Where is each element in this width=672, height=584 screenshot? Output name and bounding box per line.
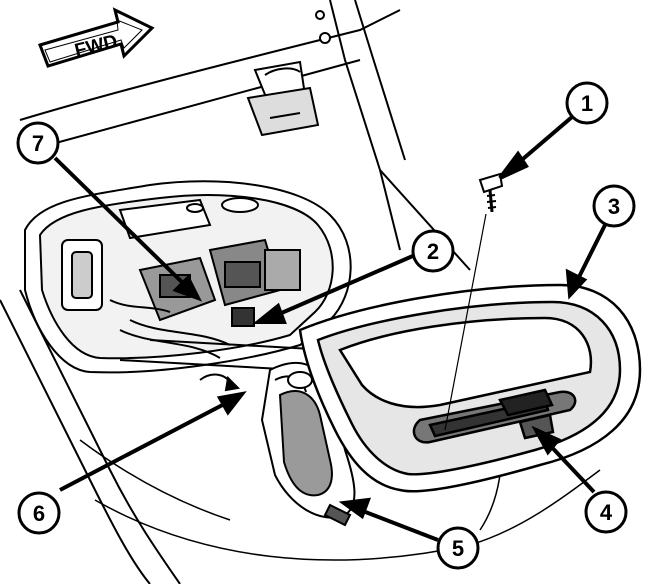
trim-panel — [298, 283, 642, 493]
rotate-arrow — [199, 373, 241, 392]
callout-5: 5 — [436, 526, 480, 570]
leader-lines — [53, 115, 607, 542]
callout-7-label: 7 — [32, 131, 44, 156]
callout-7: 7 — [16, 121, 60, 165]
fwd-arrow: FWD — [38, 7, 155, 68]
callout-3-label: 3 — [608, 194, 620, 219]
callout-6-label: 6 — [33, 501, 45, 526]
screw — [478, 172, 504, 213]
callout-2: 2 — [411, 229, 455, 273]
callout-4-label: 4 — [600, 500, 613, 525]
screw-alignment-line — [444, 213, 487, 431]
callout-2-label: 2 — [427, 239, 439, 264]
callout-1-label: 1 — [581, 91, 593, 116]
callout-4: 4 — [584, 490, 628, 534]
callout-1: 1 — [565, 81, 609, 125]
callout-5-label: 5 — [452, 536, 464, 561]
upper-bracket — [246, 10, 331, 137]
callout-6: 6 — [17, 491, 61, 535]
callout-3: 3 — [592, 184, 636, 228]
